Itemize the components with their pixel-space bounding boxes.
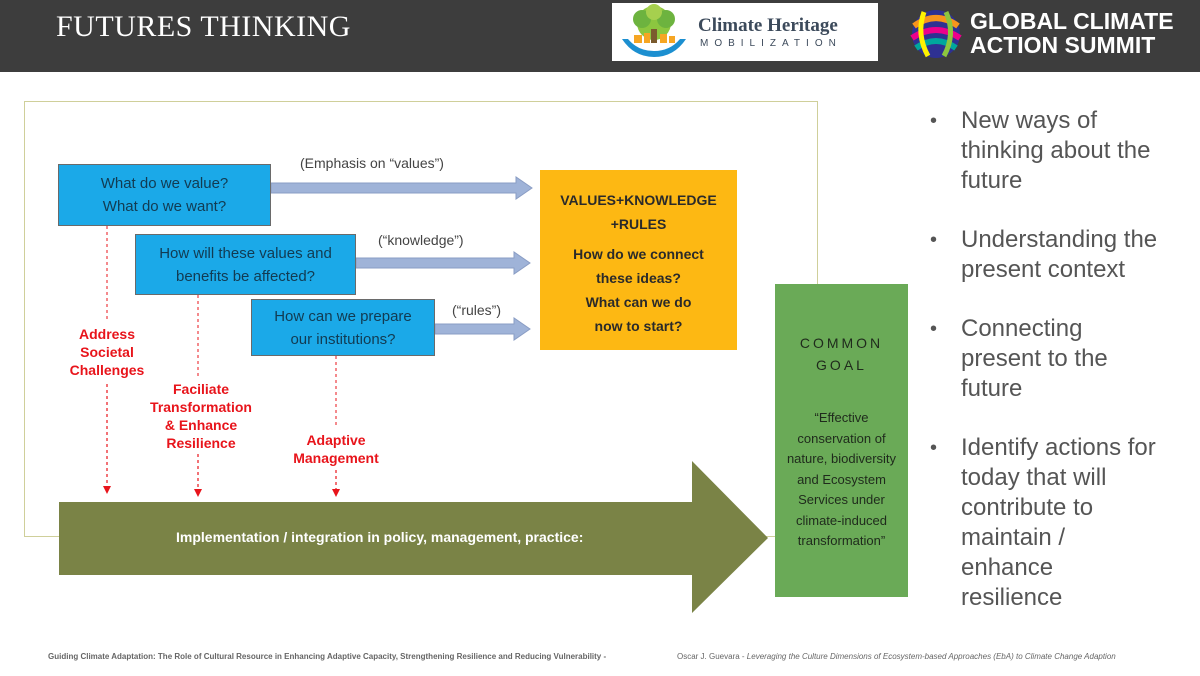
goal-quote-line7: transformation” xyxy=(797,533,886,548)
goal-quote-line5: Services under xyxy=(798,492,885,507)
prepare-question-line1: How can we prepare xyxy=(274,307,412,325)
footer-citation-right: Oscar J. Guevara - Leveraging the Cultur… xyxy=(677,652,1116,661)
affected-question-line1: How will these values and xyxy=(159,244,332,262)
bullet-dot-icon: • xyxy=(930,437,938,459)
dashed-arrowhead-3 xyxy=(332,489,340,497)
header-bar: FUTURES THINKING Climate Heritage MOBILI… xyxy=(0,0,1200,72)
prepare-question-box: How can we prepare our institutions? xyxy=(251,299,435,356)
center-box-line5: What can we do xyxy=(585,294,692,310)
goal-quote-line1: “Effective xyxy=(814,410,869,425)
red-label-2-line3: & Enhance xyxy=(164,417,238,433)
bullet-dot-icon: • xyxy=(930,318,938,340)
footer-citation-left: Guiding Climate Adaptation: The Role of … xyxy=(48,652,607,661)
globe-ribbon-icon xyxy=(910,10,962,58)
bullet-dot-icon: • xyxy=(930,229,938,251)
bullet-4-line1: Identify actions for xyxy=(961,434,1156,461)
red-label-2-line2: Transformation xyxy=(150,399,252,415)
societal-challenges-label: Address Societal Challenges xyxy=(62,325,152,379)
red-label-1-line3: Challenges xyxy=(69,362,145,378)
adaptive-management-label: Adaptive Management xyxy=(290,431,382,467)
bullet-item: • New ways of thinking about the future xyxy=(930,106,1190,196)
bullet-4-line4: maintain / xyxy=(961,524,1066,551)
bullet-3-line2: present to the xyxy=(961,345,1108,372)
tree-hands-icon xyxy=(622,4,686,57)
gcas-text-line1: GLOBAL CLIMATE xyxy=(970,8,1174,34)
implementation-label: Implementation / integration in policy, … xyxy=(176,529,584,545)
red-label-1-line1: Address xyxy=(78,326,136,342)
bullet-item: • Understanding the present context xyxy=(930,225,1190,285)
bullet-4-line2: today that will xyxy=(961,464,1107,491)
slide-title: FUTURES THINKING xyxy=(56,10,351,43)
logo-text-climate-heritage: Climate Heritage xyxy=(698,15,838,36)
bullet-1-line3: future xyxy=(961,167,1023,194)
common-goal-box: COMMON GOAL “Effective conservation of n… xyxy=(775,284,908,597)
bullet-2-line1: Understanding the xyxy=(961,226,1158,253)
affected-question-line2: benefits be affected? xyxy=(176,267,315,285)
footer-author: Oscar J. Guevara - xyxy=(677,652,747,661)
bullet-3-line1: Connecting xyxy=(961,315,1083,342)
bullet-list: • New ways of thinking about the future … xyxy=(930,106,1190,642)
gcas-logo: GLOBAL CLIMATE ACTION SUMMIT xyxy=(906,4,1192,64)
dashed-arrowhead-2 xyxy=(194,489,202,497)
bullet-dot-icon: • xyxy=(930,110,938,132)
bullet-1-line1: New ways of xyxy=(961,107,1098,134)
rules-arrow-label: (“rules”) xyxy=(452,302,501,318)
red-label-2-line1: Faciliate xyxy=(172,381,230,397)
bullet-1-line2: thinking about the xyxy=(961,137,1151,164)
bullet-3-line3: future xyxy=(961,375,1023,402)
transformation-resilience-label: Faciliate Transformation & Enhance Resil… xyxy=(140,380,262,452)
values-arrow xyxy=(270,176,533,200)
red-label-3-line1: Adaptive xyxy=(306,432,366,448)
red-label-3-line2: Management xyxy=(293,450,379,466)
knowledge-arrow xyxy=(355,251,531,275)
prepare-question-line2: our institutions? xyxy=(290,330,396,348)
common-goal-title: COMMON GOAL xyxy=(775,332,908,376)
value-question-line1: What do we value? xyxy=(100,175,229,192)
logo-text-mobilization: MOBILIZATION xyxy=(700,38,842,49)
red-label-2-line4: Resilience xyxy=(166,435,236,451)
goal-title-line2: GOAL xyxy=(816,357,867,373)
rules-arrow xyxy=(434,317,531,341)
bullet-4-line3: contribute to xyxy=(961,494,1094,521)
value-question-line2: What do we want? xyxy=(102,198,227,215)
bullet-item: • Identify actions for today that will c… xyxy=(930,433,1190,613)
values-arrow-label: (Emphasis on “values”) xyxy=(300,155,444,171)
bullet-4-line5: enhance xyxy=(961,554,1054,581)
center-box-line2: +RULES xyxy=(610,216,667,232)
gcas-text-line2: ACTION SUMMIT xyxy=(970,32,1156,58)
center-box-line4: these ideas? xyxy=(596,270,681,286)
center-box-line3: How do we connect xyxy=(573,246,704,262)
red-label-1-line2: Societal xyxy=(80,344,134,360)
goal-quote-line3: nature, biodiversity xyxy=(786,451,897,466)
footer-title: Leveraging the Culture Dimensions of Eco… xyxy=(746,652,1116,661)
climate-heritage-logo: Climate Heritage MOBILIZATION xyxy=(612,3,878,61)
values-knowledge-rules-box: VALUES+KNOWLEDGE +RULES How do we connec… xyxy=(540,170,737,350)
affected-question-box: How will these values and benefits be af… xyxy=(135,234,356,295)
center-box-line1: VALUES+KNOWLEDGE xyxy=(560,192,717,208)
center-box-line6: now to start? xyxy=(594,318,683,334)
dashed-arrowhead-1 xyxy=(103,486,111,494)
goal-title-line1: COMMON xyxy=(799,335,884,351)
value-question-box: What do we value? What do we want? xyxy=(58,164,271,226)
implementation-arrow xyxy=(59,461,768,613)
goal-quote-line6: climate-induced xyxy=(795,512,888,528)
bullet-2-line2: present context xyxy=(961,256,1126,283)
goal-quote-line4: and Ecosystem xyxy=(797,471,886,487)
goal-quote-line2: conservation of xyxy=(797,430,886,446)
bullet-4-line6: resilience xyxy=(961,584,1063,611)
common-goal-quote: “Effective conservation of nature, biodi… xyxy=(775,408,908,552)
bullet-item: • Connecting present to the future xyxy=(930,314,1190,404)
knowledge-arrow-label: (“knowledge”) xyxy=(378,232,464,248)
